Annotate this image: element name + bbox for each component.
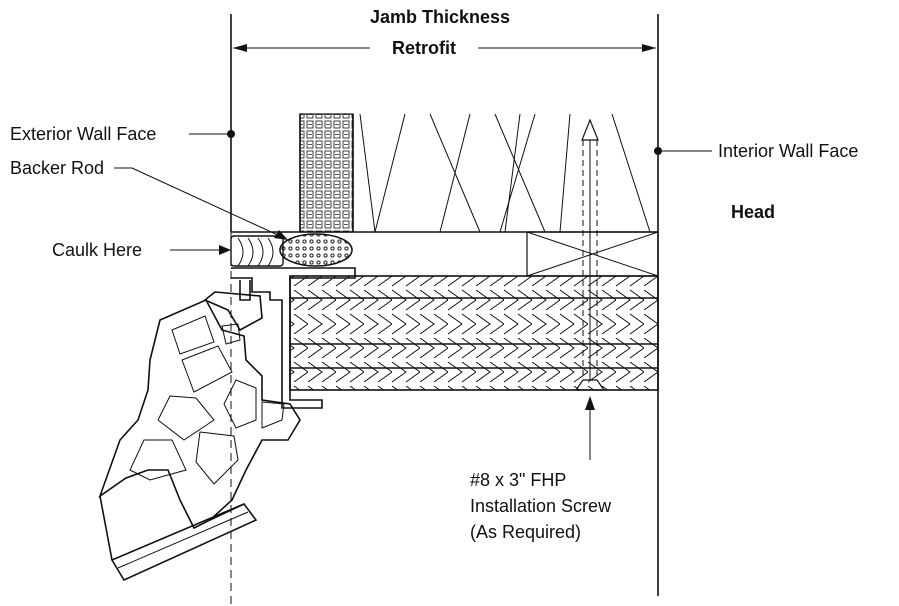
- screw-spec-line2: Installation Screw: [470, 496, 612, 516]
- caulk-here-label: Caulk Here: [52, 240, 142, 260]
- screw-spec-line1: #8 x 3" FHP: [470, 470, 566, 490]
- leader-backer-rod: [114, 167, 288, 240]
- exterior-wall-face-label: Exterior Wall Face: [10, 124, 156, 144]
- backer-rod-label: Backer Rod: [10, 158, 104, 178]
- backer-rod: [279, 233, 353, 267]
- leader-caulk: [170, 245, 231, 255]
- jamb-thickness-dimension: [233, 44, 656, 52]
- caulk-bead: [230, 235, 284, 267]
- head-label: Head: [731, 202, 775, 222]
- dimension-title-line2: Retrofit: [392, 38, 456, 58]
- wall-insulation: [231, 113, 659, 277]
- dimension-title-line1: Jamb Thickness: [370, 7, 510, 27]
- header-wood-block: [289, 275, 659, 391]
- window-frame-profile: [98, 267, 356, 582]
- leader-interior: [654, 147, 712, 155]
- installation-screw: [574, 118, 606, 460]
- leader-exterior: [189, 130, 235, 138]
- interior-wall-face-label: Interior Wall Face: [718, 141, 858, 161]
- screw-spec-line3: (As Required): [470, 522, 581, 542]
